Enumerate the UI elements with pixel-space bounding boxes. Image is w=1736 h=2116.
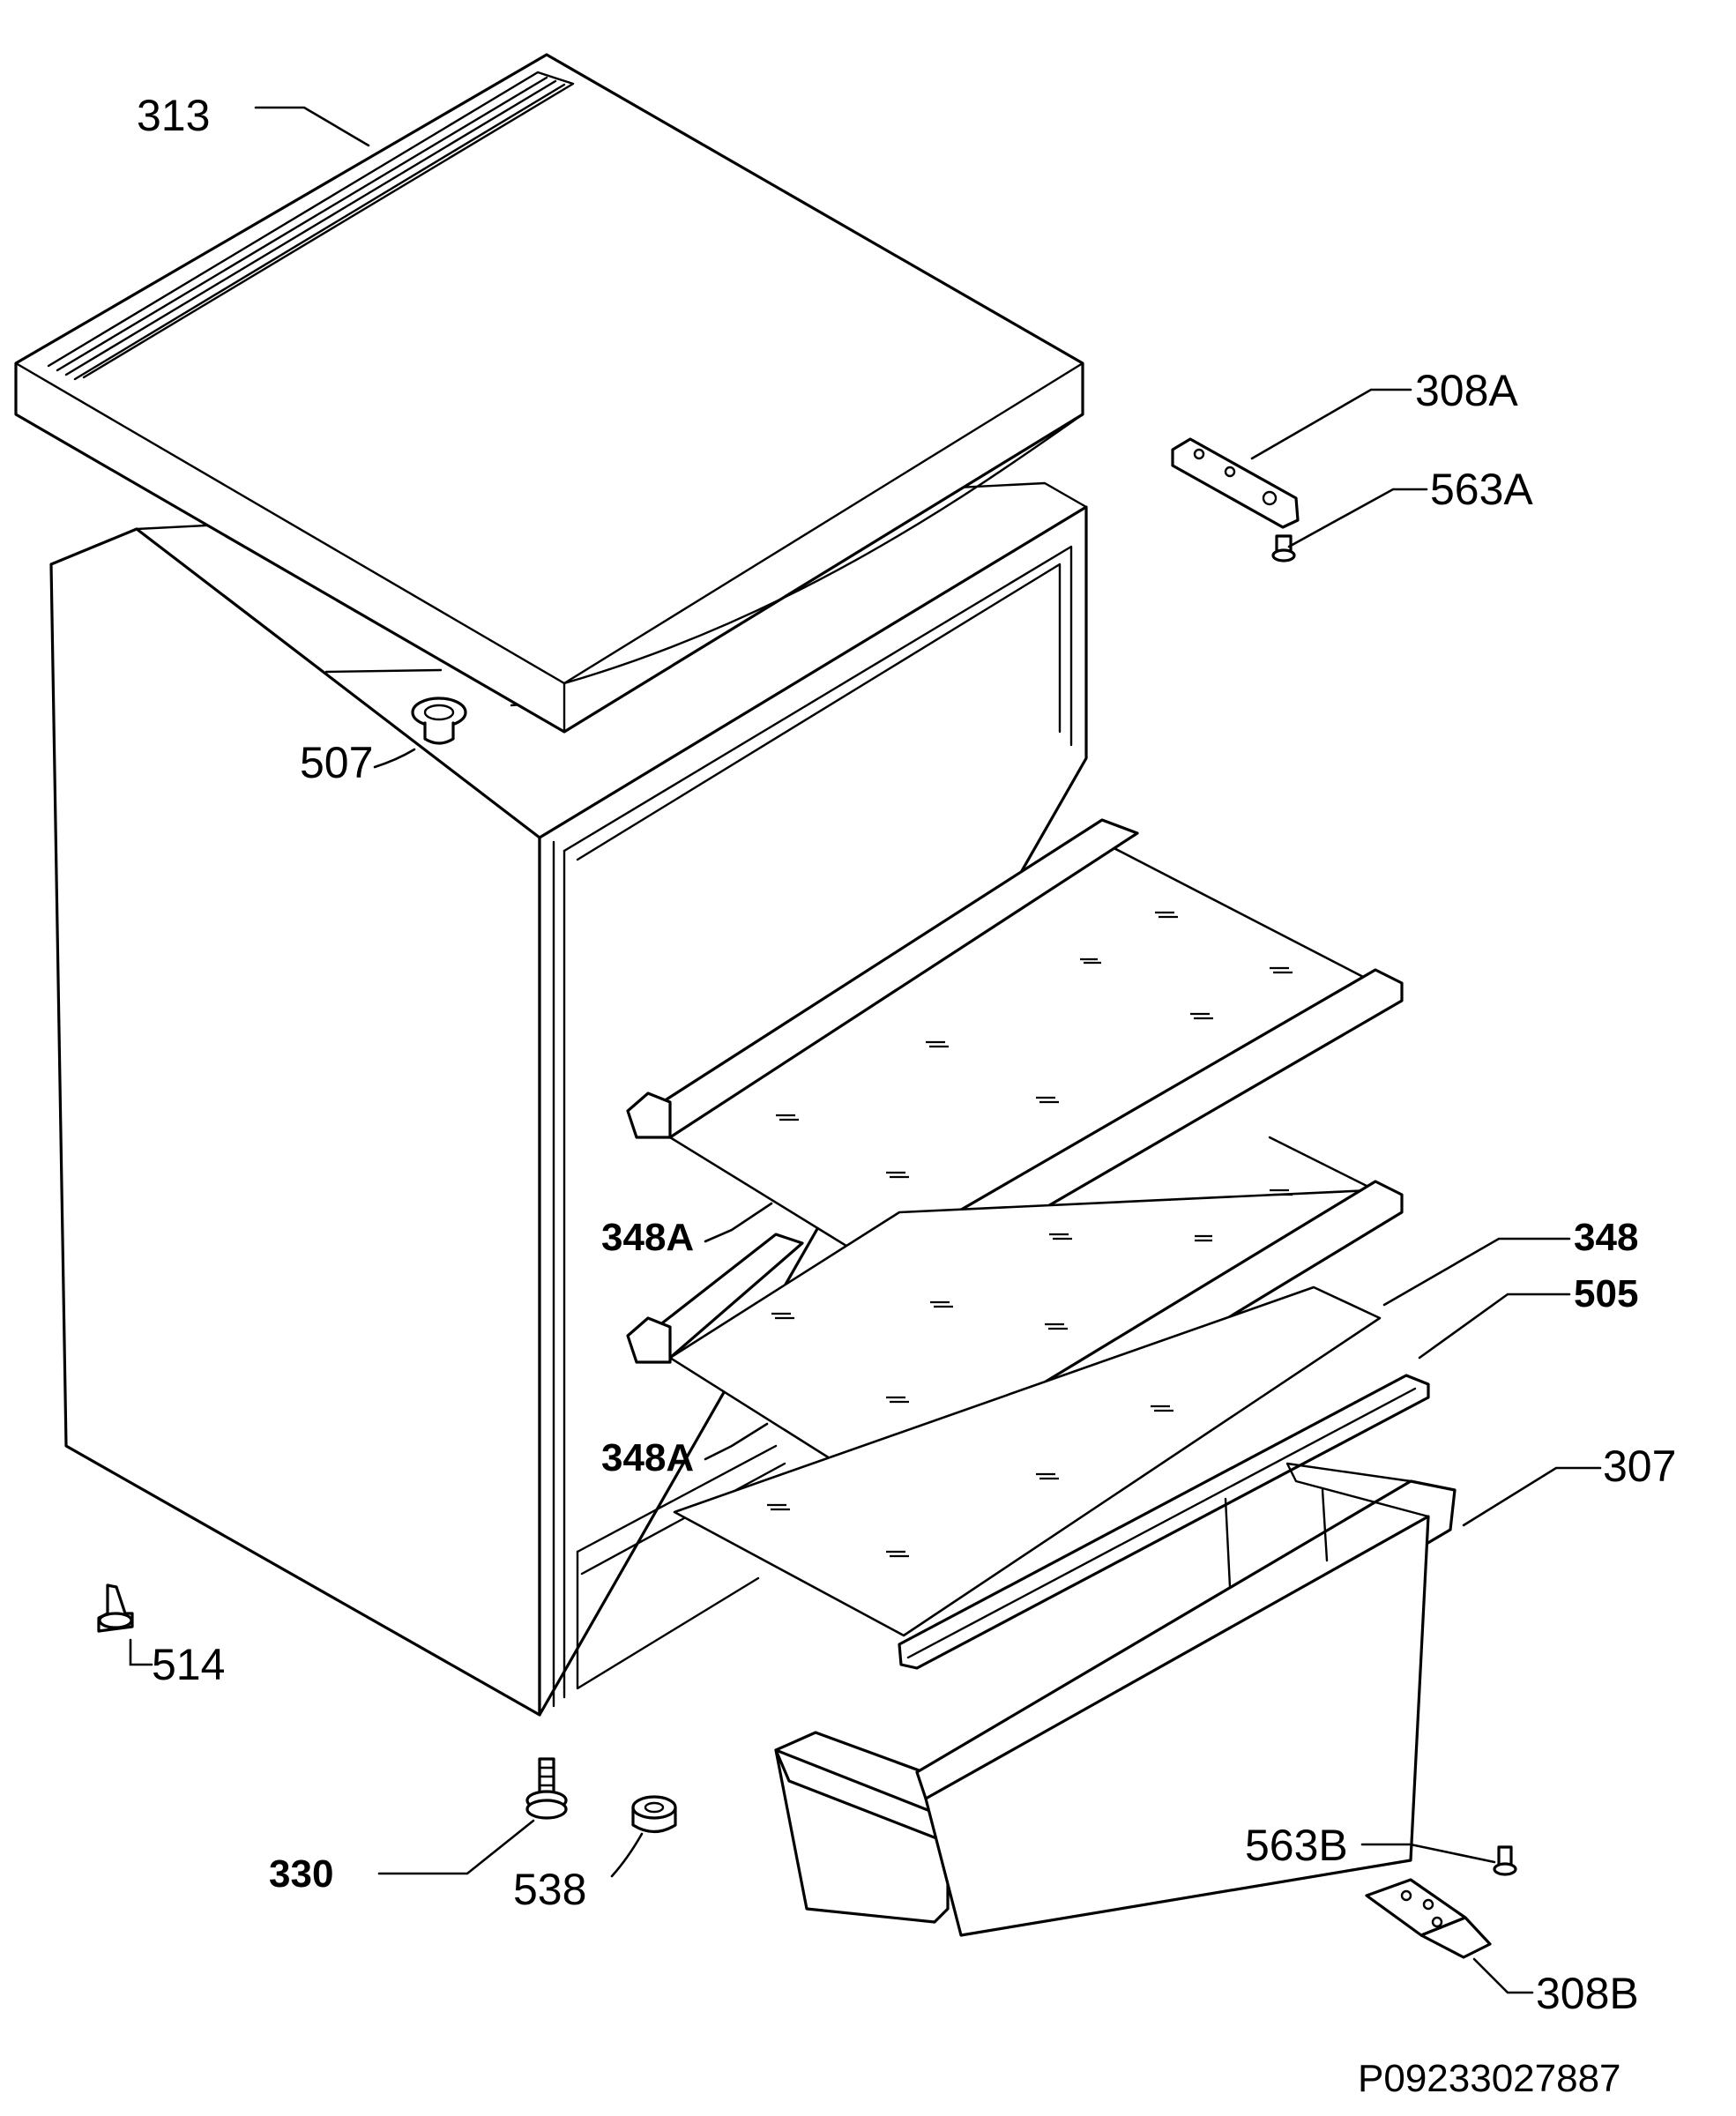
label-505: 505	[1574, 1272, 1638, 1315]
crisper-drawer-307	[774, 1462, 1457, 1937]
foot-clip-514	[97, 1583, 134, 1633]
drawing-code: P09233027887	[1358, 2057, 1621, 2100]
hinge-bottom-308B	[1365, 1878, 1492, 1959]
label-507: 507	[300, 738, 373, 787]
leader-lines	[129, 106, 1602, 1994]
lid-worktop	[14, 53, 1084, 734]
label-348: 348	[1574, 1216, 1638, 1259]
label-514: 514	[152, 1640, 225, 1689]
spacer-538	[631, 1795, 677, 1834]
label-307: 307	[1603, 1442, 1676, 1491]
adjustable-foot-330	[525, 1757, 568, 1820]
label-313: 313	[137, 91, 210, 140]
label-348A-upper: 348A	[601, 1216, 694, 1259]
label-563B: 563B	[1245, 1821, 1348, 1870]
cabinet-body	[49, 481, 1088, 1717]
label-308A: 308A	[1415, 366, 1518, 415]
screw-top-563A	[1271, 534, 1296, 563]
hinge-top-308A	[1171, 437, 1300, 529]
plug-507	[411, 697, 467, 745]
label-308B: 308B	[1536, 1969, 1639, 2018]
label-538: 538	[513, 1865, 586, 1914]
screw-bottom-563B	[1493, 1845, 1517, 1876]
label-563A: 563A	[1430, 465, 1533, 514]
shelf-trim-505	[898, 1374, 1430, 1670]
shelf-glass-348	[673, 1285, 1382, 1637]
label-330: 330	[269, 1852, 333, 1896]
label-348A-lower: 348A	[601, 1436, 694, 1479]
